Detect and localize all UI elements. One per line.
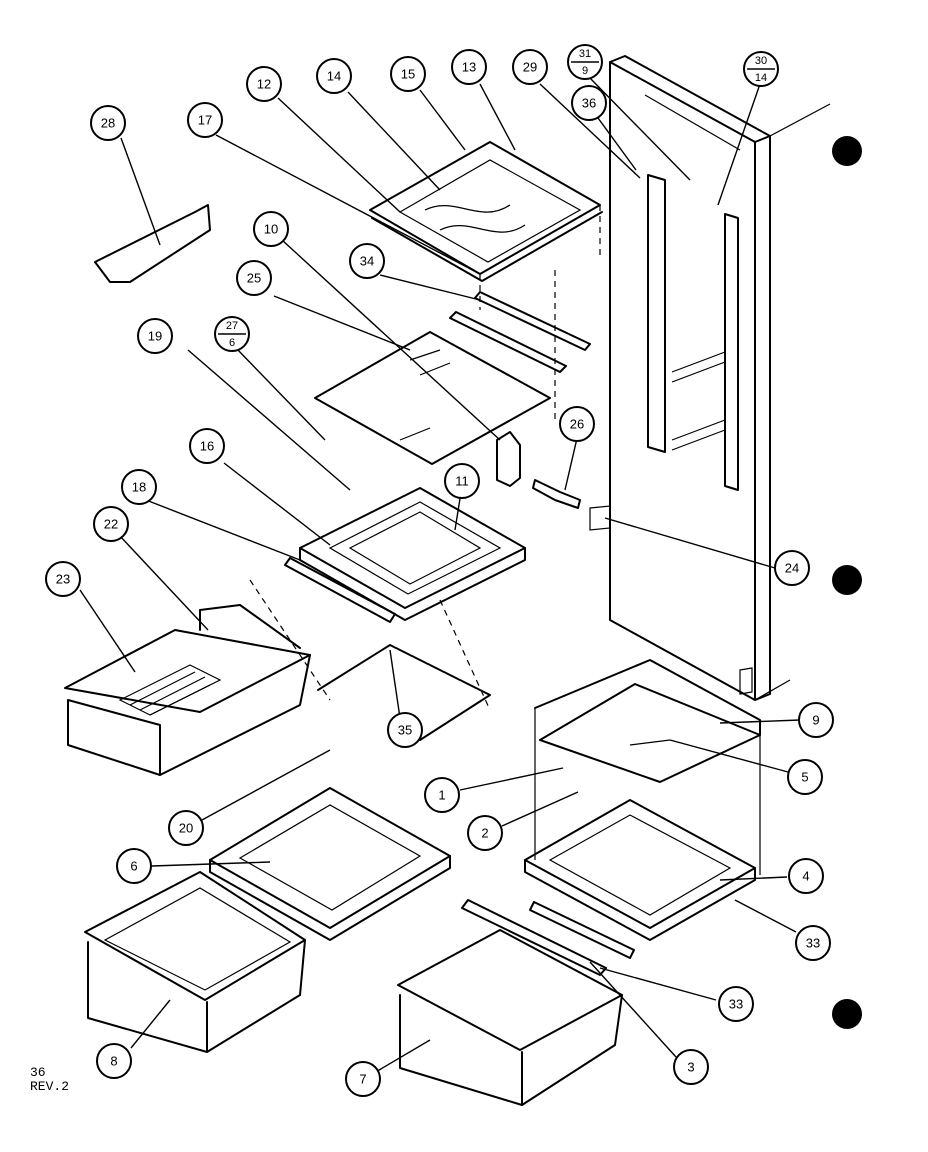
- callout-c12: 12: [246, 66, 282, 102]
- callout-c33b: 33: [718, 986, 754, 1022]
- svg-text:30: 30: [755, 55, 767, 67]
- svg-text:22: 22: [104, 517, 118, 532]
- svg-text:9: 9: [582, 65, 588, 77]
- svg-text:20: 20: [179, 821, 193, 836]
- svg-text:34: 34: [360, 254, 374, 269]
- callout-c36: 36: [571, 85, 607, 121]
- callout-c26: 26: [559, 406, 595, 442]
- lower-left-shelf: [209, 787, 451, 941]
- svg-text:1: 1: [438, 788, 445, 803]
- callout-fraction-30-14: 30 14: [743, 51, 779, 87]
- cabinet-liner: [589, 55, 831, 701]
- callout-c3: 3: [673, 1049, 709, 1085]
- callout-c25: 25: [236, 260, 272, 296]
- callout-c35: 35: [387, 712, 423, 748]
- svg-text:7: 7: [359, 1072, 366, 1087]
- svg-text:17: 17: [198, 113, 212, 128]
- meat-drawer: [64, 604, 311, 776]
- svg-text:3: 3: [687, 1060, 694, 1075]
- handle-part: [94, 204, 211, 283]
- svg-text:13: 13: [462, 60, 476, 75]
- svg-text:8: 8: [110, 1054, 117, 1069]
- callout-c34: 34: [349, 243, 385, 279]
- callout-c33a: 33: [795, 925, 831, 961]
- svg-text:12: 12: [257, 77, 271, 92]
- binder-holes: [832, 136, 862, 1029]
- svg-text:23: 23: [56, 572, 70, 587]
- callout-c13: 13: [451, 49, 487, 85]
- svg-text:16: 16: [200, 439, 214, 454]
- callout-c6: 6: [116, 848, 152, 884]
- callout-c23: 23: [45, 561, 81, 597]
- svg-text:5: 5: [801, 770, 808, 785]
- callout-c1: 1: [424, 777, 460, 813]
- svg-text:15: 15: [401, 67, 415, 82]
- drawing-reference: 36 REV.2: [30, 1066, 69, 1094]
- callout-fraction-31-9: 31 9: [567, 44, 603, 80]
- callout-c11: 11: [444, 463, 480, 499]
- crisper-cover-frame: [284, 487, 526, 623]
- glass-shelf: [314, 331, 551, 465]
- callout-c10: 10: [253, 211, 289, 247]
- svg-text:6: 6: [229, 337, 235, 349]
- callout-c22: 22: [93, 506, 129, 542]
- svg-text:27: 27: [226, 320, 238, 332]
- svg-text:29: 29: [523, 60, 537, 75]
- svg-text:33: 33: [729, 997, 743, 1012]
- revision-label: REV.2: [30, 1079, 70, 1094]
- svg-text:6: 6: [130, 859, 137, 874]
- support-frame: [249, 579, 491, 741]
- svg-text:4: 4: [802, 869, 809, 884]
- svg-text:11: 11: [455, 474, 469, 489]
- svg-text:14: 14: [755, 72, 767, 84]
- svg-text:36: 36: [582, 96, 596, 111]
- callout-c2: 2: [467, 815, 503, 851]
- callout-c16: 16: [189, 428, 225, 464]
- lower-left-drawer: [84, 871, 306, 1053]
- callout-c9: 9: [798, 702, 834, 738]
- upper-shelf-assembly: [369, 141, 603, 310]
- callout-c28: 28: [90, 105, 126, 141]
- svg-text:18: 18: [132, 480, 146, 495]
- callout-c17: 17: [187, 102, 223, 138]
- callout-c8: 8: [96, 1043, 132, 1079]
- svg-text:33: 33: [806, 936, 820, 951]
- callout-fraction-27-6: 27 6: [214, 316, 250, 352]
- callout-c24: 24: [774, 550, 810, 586]
- callout-c20: 20: [168, 810, 204, 846]
- svg-text:9: 9: [812, 713, 819, 728]
- svg-text:35: 35: [398, 723, 412, 738]
- right-lower-shelf: [524, 799, 756, 959]
- callout-c7: 7: [345, 1061, 381, 1097]
- right-upper-shelf: [534, 659, 761, 875]
- callout-c15: 15: [390, 56, 426, 92]
- drawing-number: 36: [30, 1065, 46, 1080]
- svg-text:26: 26: [570, 417, 584, 432]
- callout-c14: 14: [316, 58, 352, 94]
- svg-text:14: 14: [327, 69, 341, 84]
- lower-right-drawer: [397, 899, 623, 1106]
- leader-lines: [79, 74, 801, 1074]
- callout-c19: 19: [137, 318, 173, 354]
- shelf-brackets: [496, 431, 581, 509]
- svg-text:2: 2: [481, 826, 488, 841]
- svg-text:24: 24: [785, 561, 799, 576]
- callout-c29: 29: [512, 49, 548, 85]
- svg-text:10: 10: [264, 222, 278, 237]
- svg-text:31: 31: [579, 48, 591, 60]
- callout-c5: 5: [787, 759, 823, 795]
- svg-text:28: 28: [101, 116, 115, 131]
- callout-c18: 18: [121, 469, 157, 505]
- shelf-rail: [449, 270, 591, 420]
- svg-text:25: 25: [247, 271, 261, 286]
- callout-c4: 4: [788, 858, 824, 894]
- svg-text:19: 19: [148, 329, 162, 344]
